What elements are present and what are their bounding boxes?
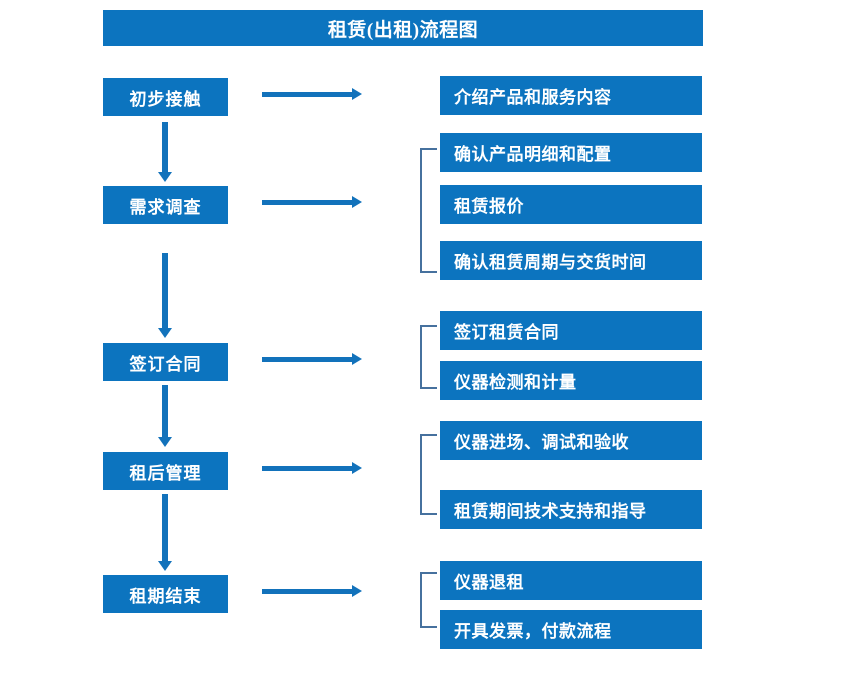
vertical-arrow-4-to-5 bbox=[158, 494, 172, 571]
detail-box-6[interactable]: 仪器检测和计量 bbox=[440, 361, 702, 400]
arrow-head-icon bbox=[352, 88, 362, 100]
stage-box-5[interactable]: 租期结束 bbox=[103, 575, 228, 613]
detail-box-5[interactable]: 签订租赁合同 bbox=[440, 311, 702, 350]
detail-box-7[interactable]: 仪器进场、调试和验收 bbox=[440, 421, 702, 460]
arrow-head-icon bbox=[352, 196, 362, 208]
arrow-shaft bbox=[162, 253, 168, 329]
arrow-shaft bbox=[262, 92, 354, 97]
horizontal-arrow-stage-1 bbox=[262, 88, 362, 100]
detail-box-2[interactable]: 确认产品明细和配置 bbox=[440, 133, 702, 172]
stage-box-1[interactable]: 初步接触 bbox=[103, 78, 228, 116]
group-bracket-5 bbox=[420, 572, 437, 628]
vertical-arrow-3-to-4 bbox=[158, 385, 172, 447]
horizontal-arrow-stage-2 bbox=[262, 196, 362, 208]
arrow-head-icon bbox=[158, 172, 172, 182]
detail-box-8[interactable]: 租赁期间技术支持和指导 bbox=[440, 490, 702, 529]
arrow-head-icon bbox=[352, 462, 362, 474]
vertical-arrow-2-to-3 bbox=[158, 253, 172, 338]
arrow-head-icon bbox=[158, 437, 172, 447]
arrow-head-icon bbox=[352, 353, 362, 365]
detail-box-1[interactable]: 介绍产品和服务内容 bbox=[440, 76, 702, 115]
arrow-head-icon bbox=[158, 328, 172, 338]
arrow-shaft bbox=[262, 357, 354, 362]
detail-box-9[interactable]: 仪器退租 bbox=[440, 561, 702, 600]
group-bracket-4 bbox=[420, 434, 437, 515]
arrow-shaft bbox=[262, 589, 354, 594]
detail-box-3[interactable]: 租赁报价 bbox=[440, 185, 702, 224]
arrow-shaft bbox=[262, 466, 354, 471]
detail-box-10[interactable]: 开具发票，付款流程 bbox=[440, 610, 702, 649]
horizontal-arrow-stage-4 bbox=[262, 462, 362, 474]
detail-box-4[interactable]: 确认租赁周期与交货时间 bbox=[440, 241, 702, 280]
arrow-head-icon bbox=[158, 561, 172, 571]
stage-box-2[interactable]: 需求调查 bbox=[103, 186, 228, 224]
horizontal-arrow-stage-5 bbox=[262, 585, 362, 597]
arrow-shaft bbox=[262, 200, 354, 205]
arrow-shaft bbox=[162, 122, 168, 173]
horizontal-arrow-stage-3 bbox=[262, 353, 362, 365]
group-bracket-3 bbox=[420, 325, 437, 389]
arrow-head-icon bbox=[352, 585, 362, 597]
flowchart-title: 租赁(出租)流程图 bbox=[103, 10, 703, 46]
stage-box-4[interactable]: 租后管理 bbox=[103, 452, 228, 490]
arrow-shaft bbox=[162, 494, 168, 562]
arrow-shaft bbox=[162, 385, 168, 438]
group-bracket-2 bbox=[420, 148, 437, 273]
vertical-arrow-1-to-2 bbox=[158, 122, 172, 182]
stage-box-3[interactable]: 签订合同 bbox=[103, 343, 228, 381]
